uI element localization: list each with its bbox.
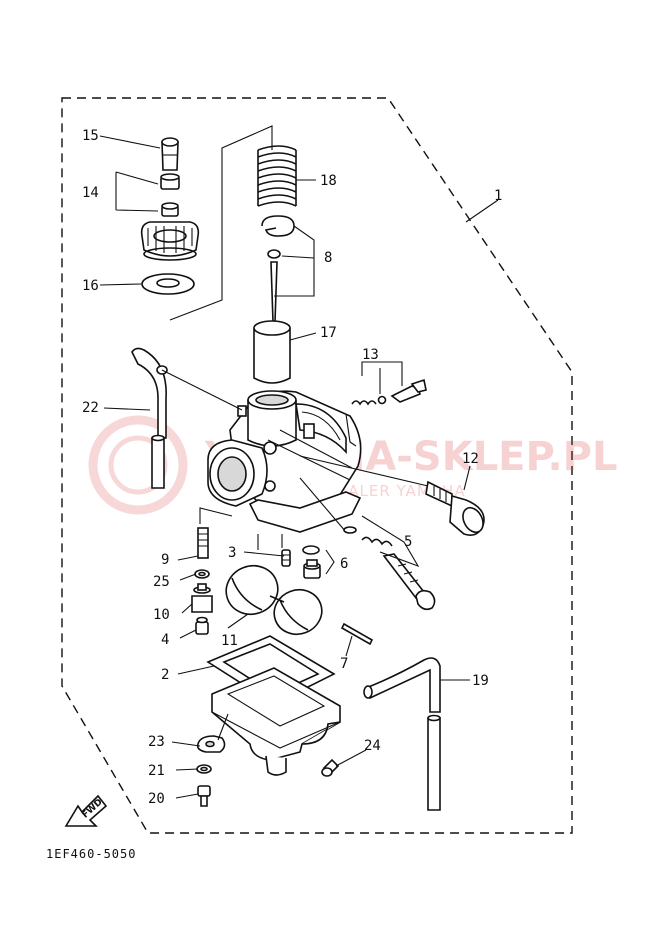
callout-2: 2 <box>161 667 169 683</box>
callout-12: 12 <box>462 451 479 467</box>
callout-3: 3 <box>228 545 236 561</box>
leader-22 <box>161 369 243 411</box>
callout-6: 6 <box>340 556 348 572</box>
callout-numbers: 1 2 3 4 5 6 7 8 9 10 11 12 13 14 15 16 1… <box>82 128 502 807</box>
callout-24: 24 <box>364 738 381 754</box>
assembly-boundary <box>61 97 573 834</box>
part-5-throttle-stop-screw <box>343 526 436 611</box>
part-22-vent-hose <box>131 347 168 489</box>
part-4-main-jet <box>195 616 209 635</box>
assembly-line-13 <box>345 413 357 447</box>
callout-15: 15 <box>82 128 99 144</box>
part-12-starter-plunger <box>425 480 485 536</box>
callout-7: 7 <box>340 656 348 672</box>
callout-23: 23 <box>148 734 165 750</box>
part-25-washer <box>194 569 210 579</box>
callout-22: 22 <box>82 400 99 416</box>
part-float-chamber <box>211 667 341 776</box>
watermark-logo <box>88 415 188 515</box>
part-11-float <box>225 564 323 636</box>
assembly-line-carb-left <box>199 507 233 524</box>
part-10-main-jet-holder <box>191 583 213 613</box>
callout-19: 19 <box>472 673 489 689</box>
callout-17: 17 <box>320 325 337 341</box>
callout-1: 1 <box>494 188 502 204</box>
part-19-overflow-hose <box>363 657 441 811</box>
part-17-throttle-valve <box>253 320 291 384</box>
part-24-screw <box>321 758 340 777</box>
callout-14: 14 <box>82 185 99 201</box>
part-18-throttle-valve-spring <box>257 145 297 207</box>
callout-5: 5 <box>404 534 412 550</box>
callout-20: 20 <box>148 791 165 807</box>
assembly-line-carb-mid <box>257 534 283 550</box>
part-14-locknut <box>160 173 180 217</box>
watermark-logo-inner <box>108 435 168 495</box>
assembly-line-5 <box>299 477 347 533</box>
part-21-o-ring <box>196 764 212 774</box>
part-7-float-pin <box>340 622 374 646</box>
part-13-pilot-screw-set <box>351 378 427 406</box>
part-23-hose-joint <box>196 735 226 753</box>
callout-9: 9 <box>161 552 169 568</box>
part-16-washer <box>141 273 195 295</box>
callout-10: 10 <box>153 607 170 623</box>
assembly-line-23 <box>217 713 229 741</box>
fwd-direction-arrow: FWD <box>64 794 108 827</box>
callout-25: 25 <box>153 574 170 590</box>
callout-16: 16 <box>82 278 99 294</box>
part-8-jet-needle-set <box>261 215 295 323</box>
group-bracket-top <box>169 125 273 321</box>
callout-8: 8 <box>324 250 332 266</box>
part-15-cable-adjuster <box>161 137 179 171</box>
part-1-carburetor-body <box>207 390 362 533</box>
callout-leaders <box>99 135 499 799</box>
callout-4: 4 <box>161 632 169 648</box>
assembly-line-12 <box>299 455 429 487</box>
callout-11: 11 <box>221 633 238 649</box>
callout-13: 13 <box>362 347 379 363</box>
callout-21: 21 <box>148 763 165 779</box>
drawing-code: 1EF460-5050 <box>46 847 136 861</box>
part-9-needle-jet <box>197 527 209 559</box>
part-3-pilot-jet <box>281 549 291 567</box>
part-20-drain-screw <box>197 785 211 807</box>
part-mixing-chamber-top-cap <box>140 221 200 261</box>
callout-18: 18 <box>320 173 337 189</box>
part-6-valve-seat-set <box>302 545 321 579</box>
